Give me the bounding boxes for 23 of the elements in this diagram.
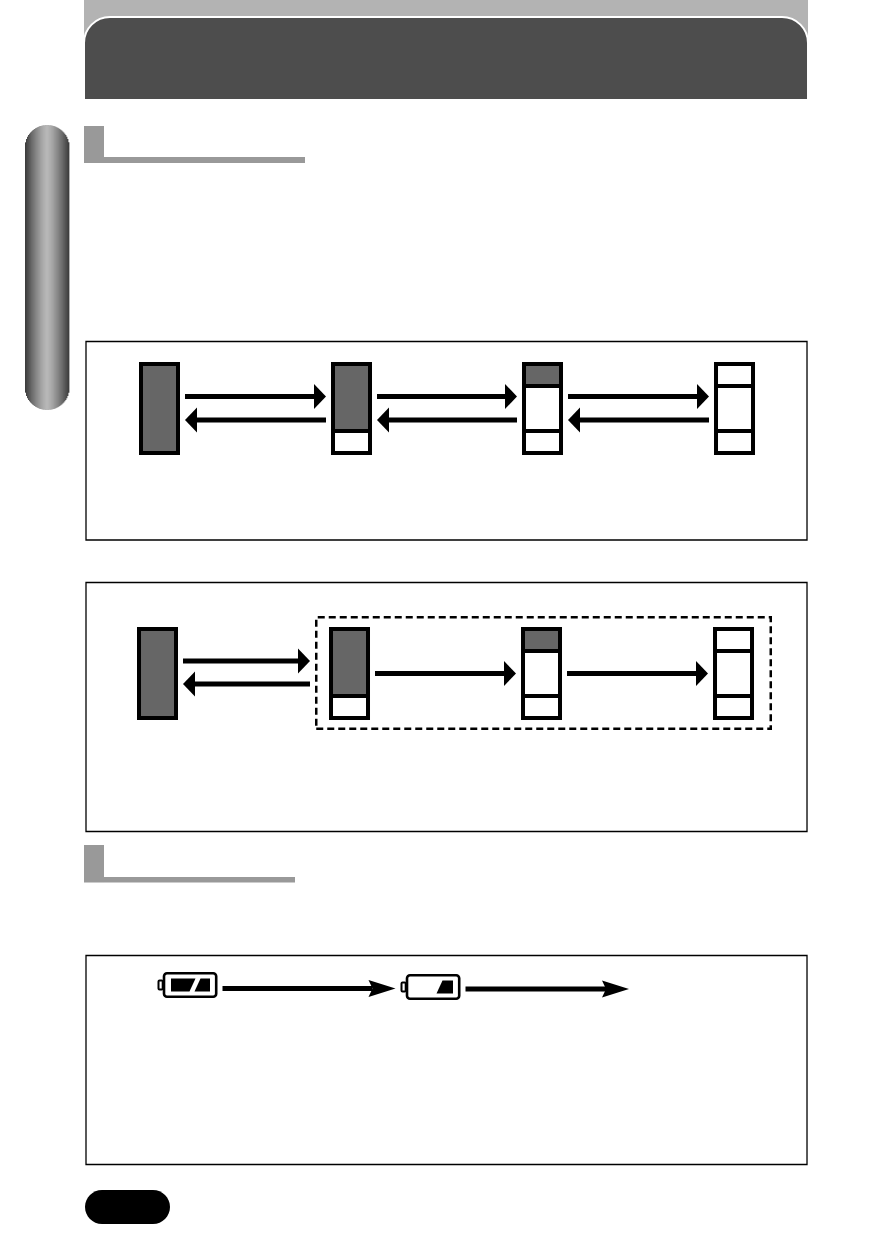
battery-level-bar [522, 362, 563, 455]
arrow [183, 671, 310, 697]
arrow [222, 980, 396, 997]
arrow [377, 384, 517, 409]
battery-level-bar [713, 627, 754, 720]
arrow [183, 648, 310, 674]
dashed-group-box [315, 616, 772, 730]
arrow [465, 980, 629, 998]
arrow [185, 407, 326, 433]
battery-level-bar [521, 627, 562, 720]
arrow [375, 661, 516, 686]
arrow [185, 384, 326, 409]
battery-icon [400, 974, 461, 1000]
arrow [567, 661, 708, 686]
battery-level-bar [137, 627, 178, 720]
battery-icon [157, 972, 218, 998]
battery-level-bar [714, 362, 755, 455]
arrow [568, 407, 709, 433]
battery-level-bar [329, 627, 370, 720]
battery-level-bar [139, 362, 180, 455]
arrow [568, 384, 709, 409]
arrow [377, 407, 517, 433]
battery-level-bar [331, 362, 372, 455]
